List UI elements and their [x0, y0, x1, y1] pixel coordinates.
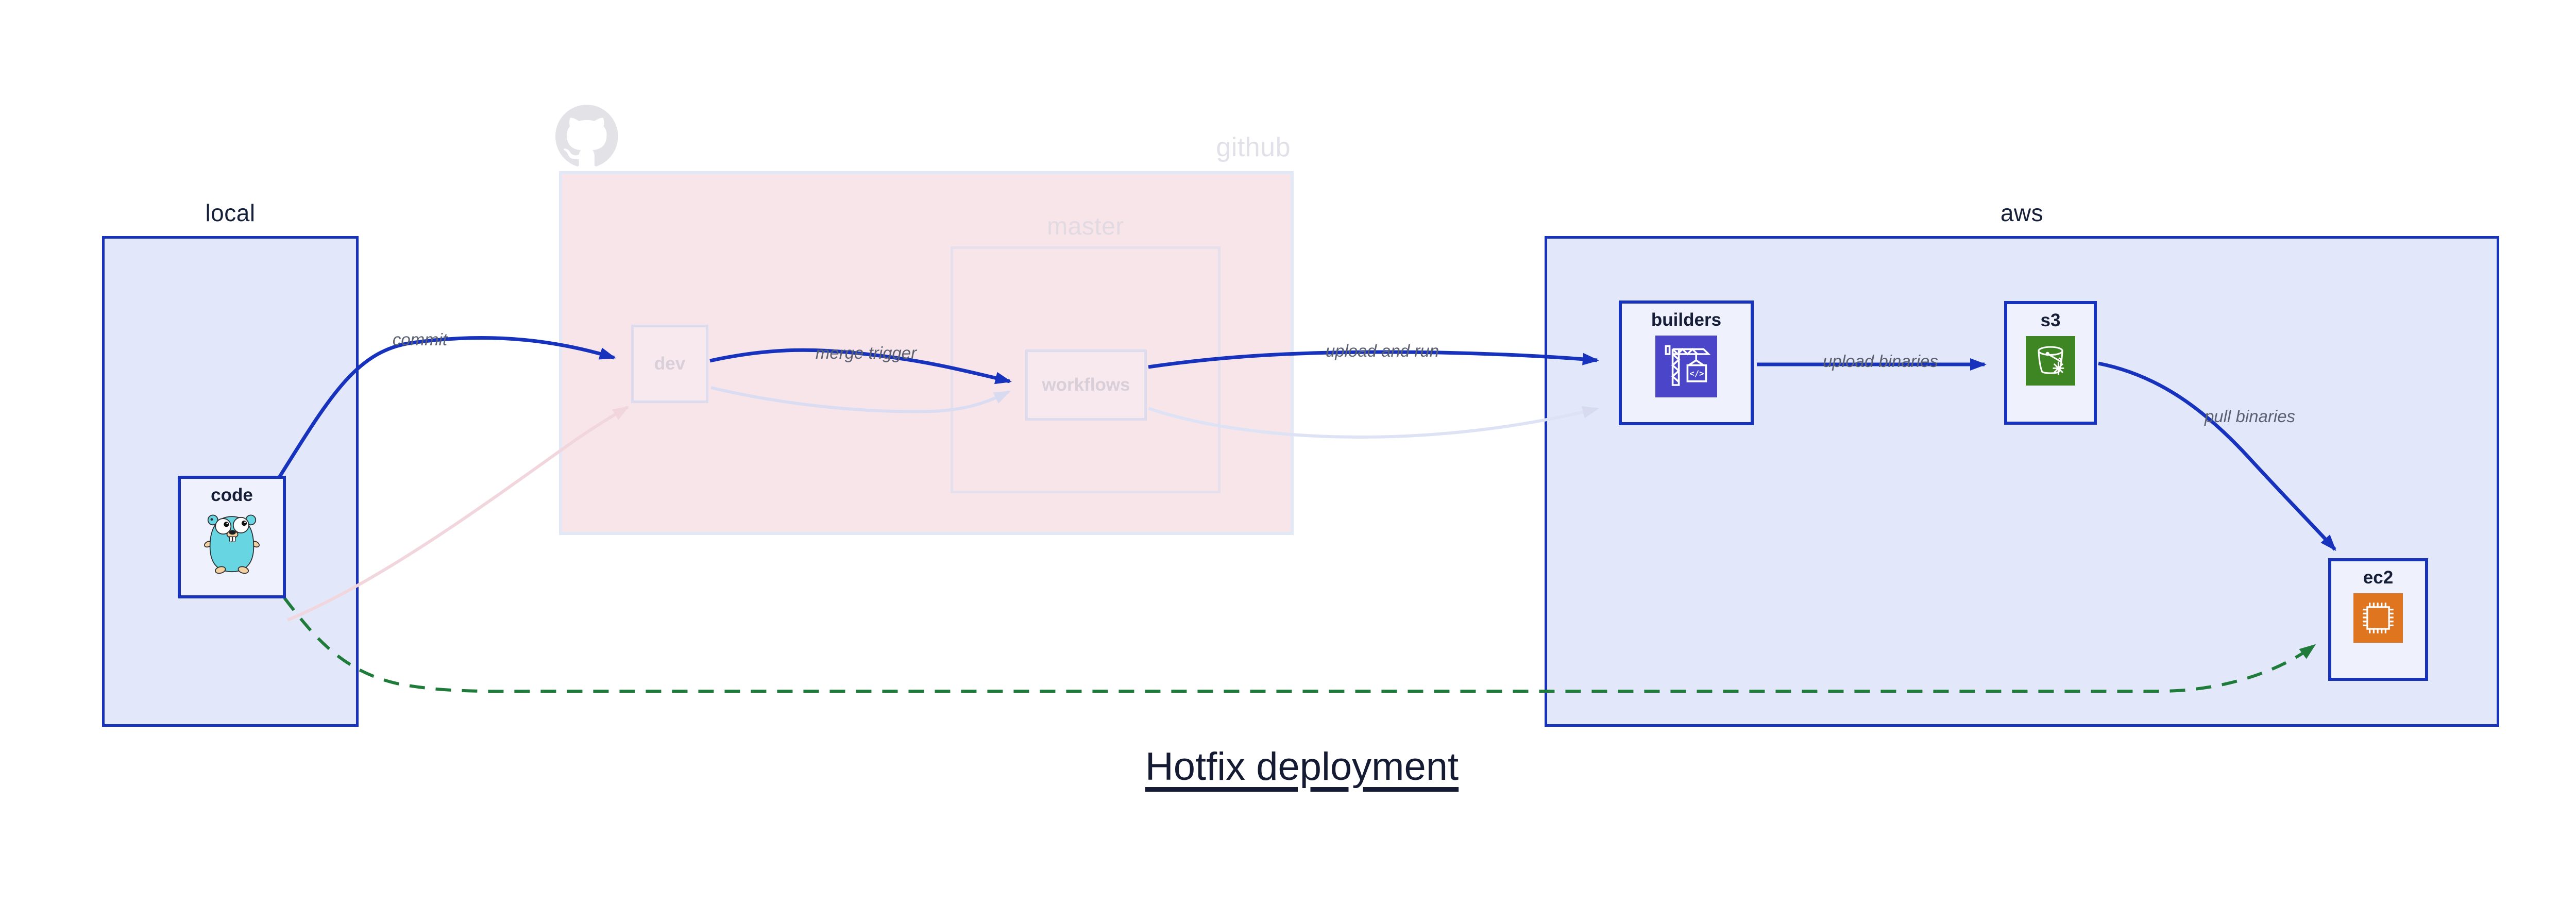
node-code: code	[178, 476, 286, 598]
node-workflows: workflows	[1025, 349, 1147, 421]
diagram-title-text: Hotfix deployment	[1145, 745, 1459, 789]
node-builders-label: builders	[1651, 310, 1722, 330]
svg-text:</>: </>	[1689, 369, 1704, 378]
node-dev-label: dev	[654, 354, 686, 374]
cluster-label-master: master	[1047, 213, 1124, 240]
node-ec2-label: ec2	[2363, 567, 2394, 588]
go-gopher-icon	[203, 511, 261, 578]
node-ec2: ec2	[2328, 558, 2428, 681]
edge-label-pull-binaries: pull binaries	[2204, 407, 2296, 426]
diagram-title: Hotfix deployment	[0, 744, 2576, 789]
cluster-label-github: github	[1216, 132, 1291, 162]
edge-label-commit: commit	[392, 330, 448, 349]
codebuild-crane-icon: </>	[1655, 336, 1717, 400]
edge-label-upload-binaries: upload binaries	[1823, 352, 1938, 371]
edge-label-upload-and-run: upload and run	[1325, 341, 1439, 360]
node-s3: s3	[2004, 301, 2097, 425]
ec2-chip-icon	[2353, 593, 2403, 645]
node-dev: dev	[631, 325, 708, 403]
s3-bucket-icon	[2026, 336, 2075, 388]
node-builders: builders </>	[1619, 300, 1754, 425]
github-octocat-icon	[555, 105, 618, 166]
cluster-label-local: local	[205, 199, 256, 226]
cluster-label-aws: aws	[2000, 199, 2044, 226]
node-workflows-label: workflows	[1042, 375, 1130, 395]
node-s3-label: s3	[2040, 310, 2061, 330]
edge-label-merge-trigger: merge trigger	[815, 343, 917, 362]
node-code-label: code	[211, 485, 253, 505]
